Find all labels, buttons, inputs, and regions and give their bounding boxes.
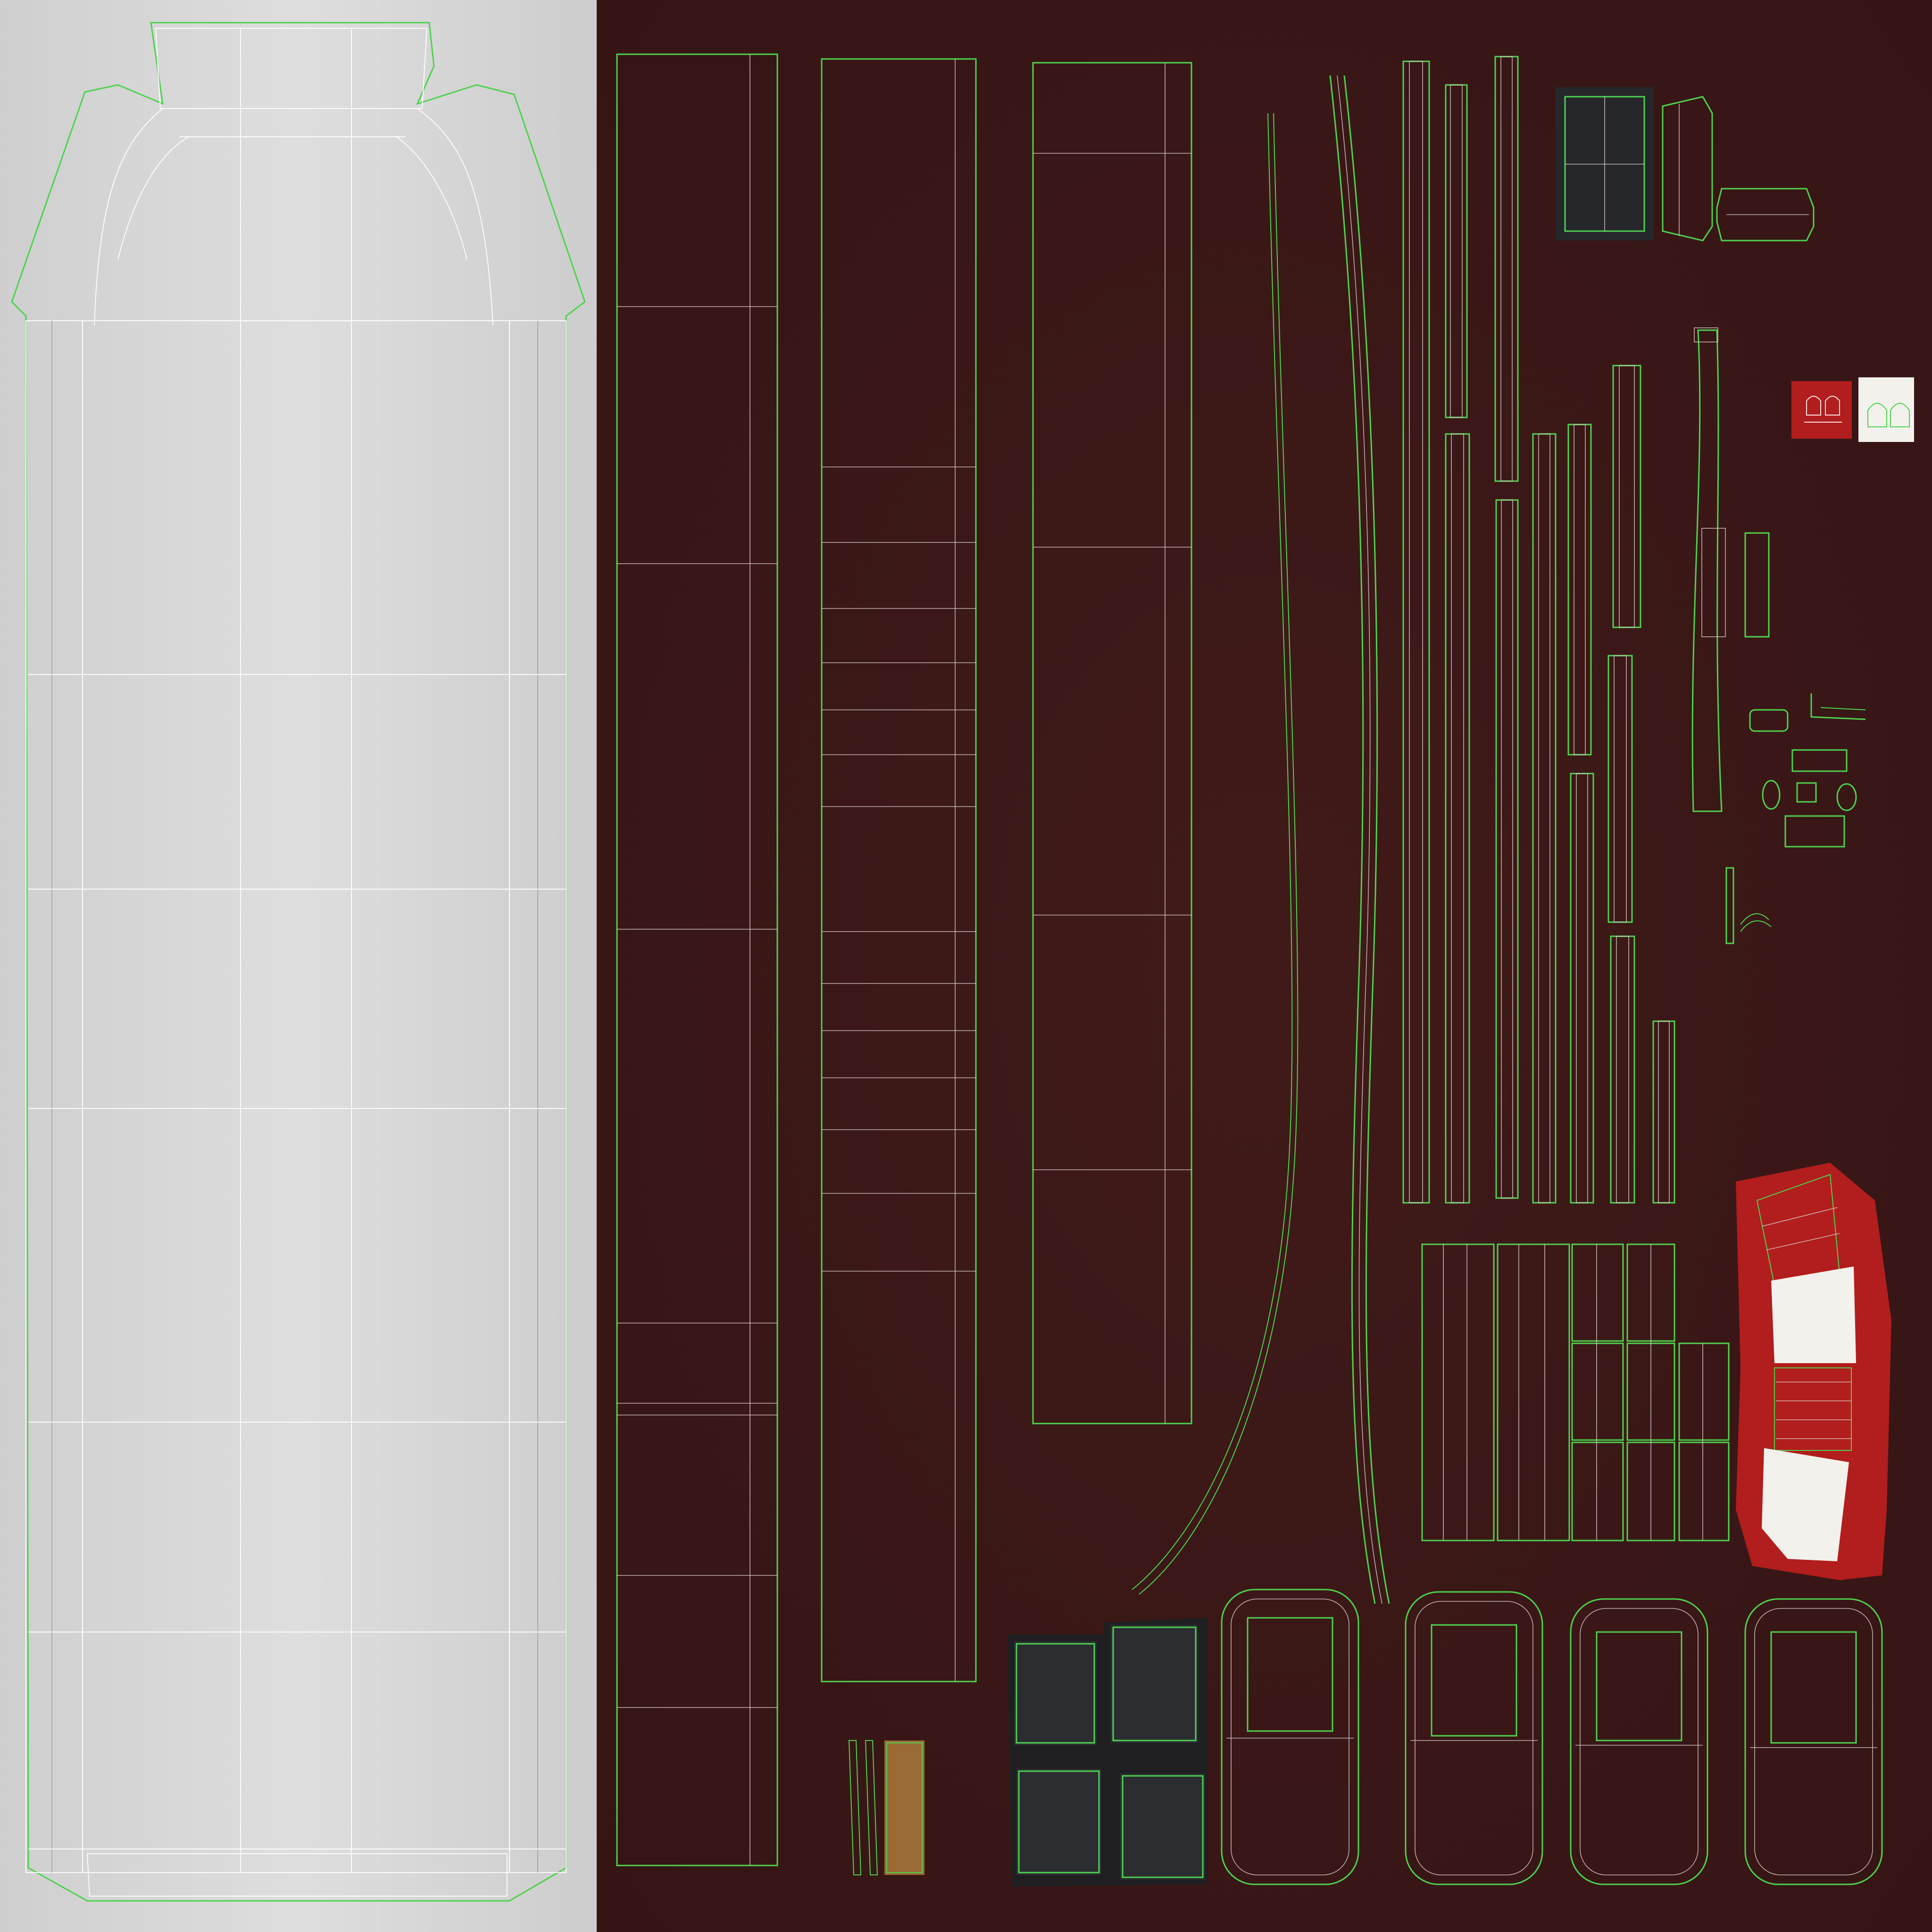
wall-strip-3 xyxy=(1032,62,1192,1424)
wood-strip-island xyxy=(848,1740,924,1875)
roof-panel-island xyxy=(0,0,597,1932)
dark-window-panes xyxy=(1007,1618,1208,1887)
white-logo-swatch xyxy=(1858,377,1914,442)
door-frame-3 xyxy=(1570,1598,1708,1885)
seat-fabric-island xyxy=(1736,1163,1891,1580)
bracket-island-2 xyxy=(1716,188,1815,242)
door-frame-2 xyxy=(1405,1591,1543,1885)
bracket-island-1 xyxy=(1662,96,1713,242)
wall-strip-1 xyxy=(616,53,778,1866)
wall-strip-2 xyxy=(821,58,977,1682)
red-texture-background xyxy=(597,0,1932,1932)
small-strap xyxy=(1744,532,1770,638)
hanging-strap xyxy=(1691,327,1726,812)
small-hardware-islands xyxy=(1725,693,1866,944)
door-frame-1 xyxy=(1221,1589,1359,1885)
red-logo-swatch xyxy=(1791,381,1852,439)
pole-cylinders xyxy=(1402,56,1675,1204)
curved-rail-thin xyxy=(1132,113,1299,1595)
curved-rail-thick xyxy=(1329,75,1390,1604)
slat-panels xyxy=(1421,1243,1730,1541)
window-frame-island xyxy=(1556,87,1654,241)
door-frame-4 xyxy=(1744,1598,1883,1885)
